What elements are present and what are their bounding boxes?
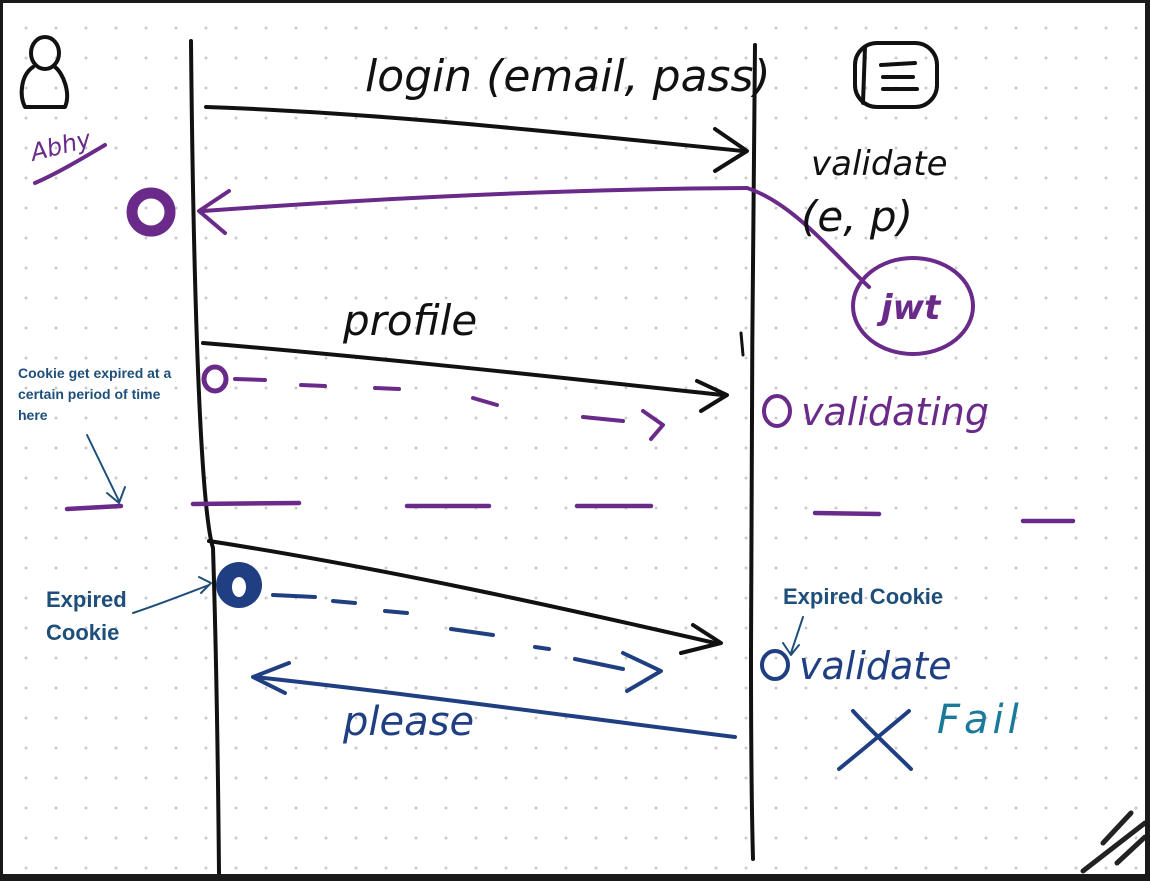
validate-again-dot (760, 649, 790, 681)
expired-cookie-flame (232, 577, 246, 597)
jwt-bubble (851, 256, 975, 356)
validate-label: validate (811, 144, 948, 184)
profile-token-dot (201, 364, 229, 394)
profile-token-dashes (233, 377, 625, 423)
expired-cookie-dashes (271, 593, 625, 671)
login-arrow (204, 105, 745, 153)
expired-request-head (679, 623, 723, 655)
jwt-return-head (197, 189, 231, 235)
expired-right-note-arrow (782, 616, 804, 656)
fail-cross-icon (837, 709, 913, 771)
server-icon (853, 41, 939, 109)
jwt-label: jwt (876, 288, 942, 328)
expired-request-arrow (207, 539, 717, 645)
server-lifeline (749, 43, 757, 861)
profile-tick (739, 331, 745, 357)
profile-arrow (201, 341, 725, 397)
please-double-arrow (253, 675, 737, 739)
validate-args-label: (e, p) (801, 192, 913, 241)
validating-dot (762, 394, 792, 428)
jwt-return-arrow (201, 186, 749, 213)
jwt-link (745, 186, 871, 289)
whiteboard: Abhy login (email, pass) validate (e, p)… (3, 3, 1145, 874)
person-icon (19, 35, 70, 109)
expired-left-note-arrow (132, 576, 212, 614)
please-arrow-head (251, 661, 291, 695)
cookie-note-arrow (86, 434, 126, 504)
cookie-expiry-note: Cookie get expired at a certain period o… (18, 365, 172, 423)
client-lifeline (189, 39, 221, 874)
pen-mark (1080, 810, 1145, 874)
diagram-canvas: Abhy login (email, pass) validate (e, p)… (19, 35, 1145, 874)
client-token-dot (126, 187, 176, 237)
validating-label: validating (801, 390, 989, 434)
user-underline (33, 143, 107, 185)
expired-cookie-note-right: Expired Cookie (783, 584, 944, 609)
profile-label: profile (342, 296, 477, 345)
user-label: Abhy (26, 125, 95, 168)
profile-arrow-head (695, 379, 729, 413)
login-label: login (email, pass) (365, 51, 771, 102)
expiry-dashed-line (64, 500, 1076, 524)
profile-token-head (641, 409, 665, 441)
please-label: please (342, 699, 474, 745)
expired-cookie-head (621, 651, 663, 693)
validate-again-label: validate (799, 644, 952, 688)
expired-cookie-note-left: Expired Cookie (46, 587, 127, 645)
login-arrow-head (713, 127, 749, 173)
fail-label: Fail (937, 697, 1023, 743)
